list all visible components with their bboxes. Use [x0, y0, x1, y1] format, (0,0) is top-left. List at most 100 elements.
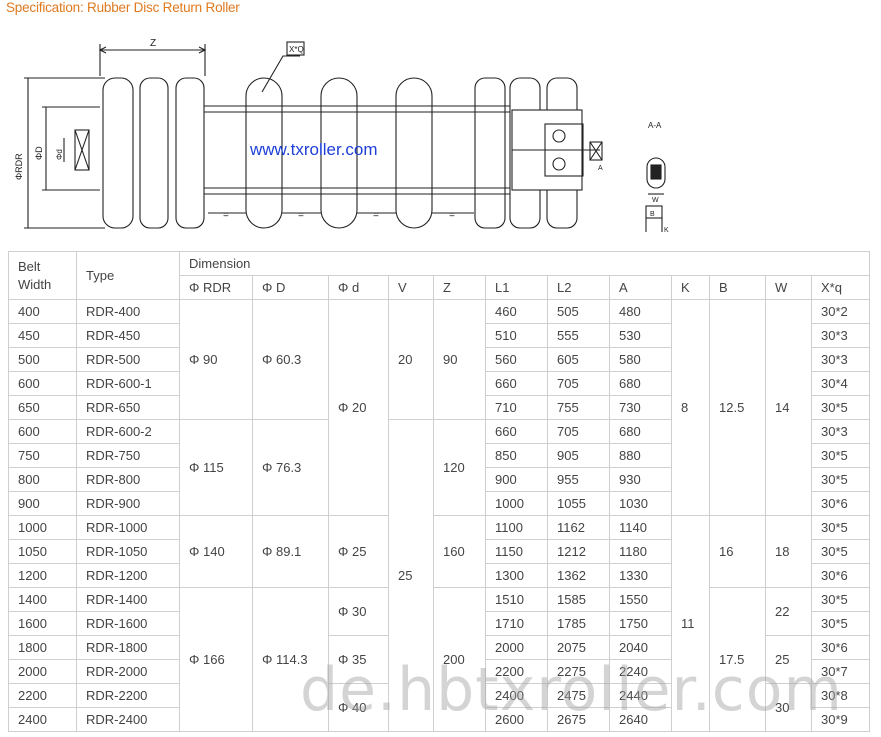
d-cell: Φ 25: [328, 515, 389, 588]
spacing-label-3: =: [373, 210, 379, 221]
rdr-cell: Φ 115: [179, 419, 253, 516]
xq-cell: 30*4: [811, 371, 870, 396]
l2-cell: 2075: [547, 635, 610, 660]
b-label: B: [650, 211, 655, 218]
l1-cell: 850: [485, 443, 548, 468]
a-cell: 1140: [609, 515, 672, 540]
z-cell: 200: [433, 587, 486, 732]
column-header: Φ d: [328, 275, 389, 300]
l1-cell: 900: [485, 467, 548, 492]
type-cell: RDR-1600: [76, 611, 180, 636]
k-cell: 8: [671, 299, 710, 516]
xq-cell: 30*7: [811, 659, 870, 684]
a-cell: 480: [609, 299, 672, 324]
l1-cell: 1710: [485, 611, 548, 636]
type-cell: RDR-400: [76, 299, 180, 324]
dimension-header: Dimension: [179, 251, 870, 276]
belt-width-cell: 1600: [8, 611, 77, 636]
l1-cell: 1300: [485, 563, 548, 588]
l2-cell: 955: [547, 467, 610, 492]
d-cell: Φ 114.3: [252, 587, 329, 732]
belt-width-cell: 600: [8, 419, 77, 444]
column-header: B: [709, 275, 766, 300]
a-label: A: [598, 165, 603, 172]
spacing-label-2: =: [298, 210, 304, 221]
type-cell: RDR-2000: [76, 659, 180, 684]
xq-cell: 30*3: [811, 419, 870, 444]
l1-cell: 710: [485, 395, 548, 420]
z-cell: 160: [433, 515, 486, 588]
z-cell: 90: [433, 299, 486, 420]
d-cell: Φ 60.3: [252, 299, 329, 420]
l1-cell: 2200: [485, 659, 548, 684]
xq-cell: 30*6: [811, 563, 870, 588]
a-cell: 730: [609, 395, 672, 420]
l1-cell: 1000: [485, 491, 548, 516]
xq-cell: 30*5: [811, 587, 870, 612]
column-header: X*q: [811, 275, 870, 300]
a-cell: 2040: [609, 635, 672, 660]
type-cell: RDR-1400: [76, 587, 180, 612]
column-header: Φ D: [252, 275, 329, 300]
type-cell: RDR-600-1: [76, 371, 180, 396]
column-header: Z: [433, 275, 486, 300]
column-header: Φ RDR: [179, 275, 253, 300]
l1-cell: 2000: [485, 635, 548, 660]
l1-cell: 560: [485, 347, 548, 372]
rdr-cell: Φ 166: [179, 587, 253, 732]
xq-cell: 30*5: [811, 443, 870, 468]
belt-width-cell: 500: [8, 347, 77, 372]
l1-cell: 1510: [485, 587, 548, 612]
belt-width-cell: 800: [8, 467, 77, 492]
b-cell: 17.5: [709, 587, 766, 732]
l2-cell: 1785: [547, 611, 610, 636]
l1-cell: 460: [485, 299, 548, 324]
a-cell: 2640: [609, 707, 672, 732]
xq-cell: 30*5: [811, 611, 870, 636]
a-cell: 930: [609, 467, 672, 492]
l2-cell: 605: [547, 347, 610, 372]
l2-cell: 705: [547, 419, 610, 444]
w-cell: 25: [765, 635, 812, 684]
column-header: L1: [485, 275, 548, 300]
xq-cell: 30*5: [811, 467, 870, 492]
type-header: Type: [76, 251, 180, 300]
b-cell: 16: [709, 515, 766, 588]
d-cell: Φ 35: [328, 635, 389, 684]
l1-cell: 2600: [485, 707, 548, 732]
xq-cell: 30*5: [811, 539, 870, 564]
b-cell: 12.5: [709, 299, 766, 516]
type-cell: RDR-900: [76, 491, 180, 516]
xq-cell: 30*5: [811, 515, 870, 540]
type-cell: RDR-1800: [76, 635, 180, 660]
a-cell: 1550: [609, 587, 672, 612]
a-cell: 680: [609, 371, 672, 396]
type-cell: RDR-600-2: [76, 419, 180, 444]
w-cell: 14: [765, 299, 812, 516]
l2-cell: 1585: [547, 587, 610, 612]
a-cell: 1180: [609, 539, 672, 564]
column-header: L2: [547, 275, 610, 300]
l1-cell: 660: [485, 371, 548, 396]
l2-cell: 2675: [547, 707, 610, 732]
belt-width-cell: 2200: [8, 683, 77, 708]
type-cell: RDR-1000: [76, 515, 180, 540]
belt-width-header: Belt Width: [8, 251, 77, 300]
d-cell: Φ 40: [328, 683, 389, 732]
w-cell: 30: [765, 683, 812, 732]
type-cell: RDR-750: [76, 443, 180, 468]
l1-cell: 2400: [485, 683, 548, 708]
xq-cell: 30*3: [811, 347, 870, 372]
section-label: A-A: [648, 121, 662, 130]
l2-cell: 2275: [547, 659, 610, 684]
z-dimension-label: Z: [150, 38, 156, 49]
